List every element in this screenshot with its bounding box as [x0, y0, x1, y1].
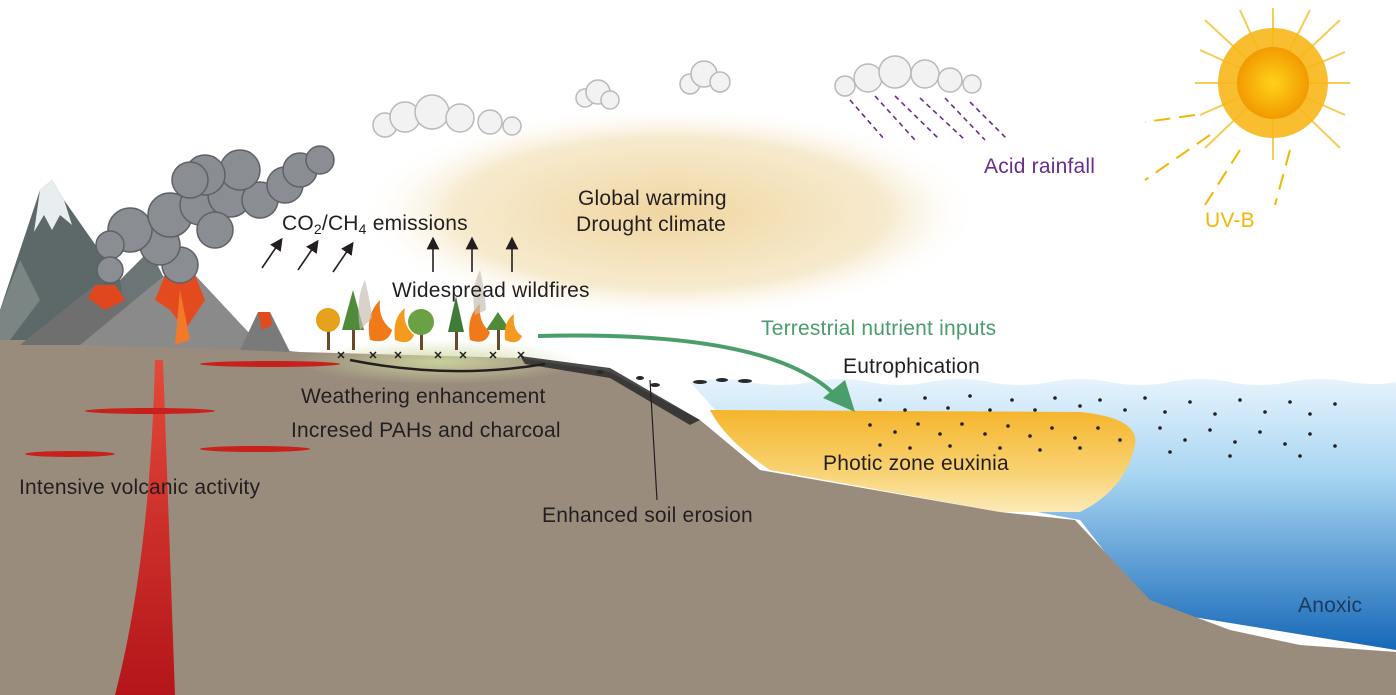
enhanced-soil-erosion-label: Enhanced soil erosion	[542, 504, 753, 527]
co2-subscript: 2	[313, 221, 322, 237]
soil-erosion-slope	[520, 356, 700, 425]
wildfire-icon	[316, 270, 522, 350]
ch4-subscript: 4	[358, 221, 367, 237]
cloud-icon	[372, 55, 982, 138]
intensive-volcanic-activity-label: Intensive volcanic activity	[19, 476, 261, 499]
charcoal-marks	[337, 351, 525, 359]
emissions-text: emissions	[366, 212, 468, 235]
weathering-zone	[300, 340, 580, 384]
eutrophication-label: Eutrophication	[843, 355, 981, 378]
smoke-plume-icon	[95, 145, 335, 284]
drought-climate-label: Drought climate	[576, 213, 727, 236]
nutrient-input-arrow	[537, 333, 837, 397]
ch4-text: /CH	[321, 212, 359, 235]
acid-rain	[849, 95, 1009, 141]
widespread-wildfires-label: Widespread wildfires	[392, 279, 590, 302]
co2-text: CO	[282, 212, 314, 235]
eutrophication-dots	[868, 394, 1337, 458]
terrestrial-nutrient-inputs-label: Terrestrial nutrient inputs	[761, 317, 997, 340]
photic-zone-euxinia-label: Photic zone euxinia	[823, 452, 1009, 475]
emission-arrows	[261, 236, 519, 273]
volcano-icon	[20, 275, 290, 352]
erosion-particles	[596, 370, 752, 387]
nutrient-input-arrowhead	[823, 380, 855, 412]
charcoal-layer	[349, 358, 546, 373]
emissions-label: CO2/CH4 emissions	[282, 212, 468, 237]
sun-icon	[1195, 8, 1350, 160]
uvb-rays	[1144, 114, 1291, 206]
global-warming-label: Global warming	[578, 187, 727, 210]
soil-erosion-leader	[649, 379, 658, 501]
uvb-label: UV-B	[1205, 209, 1255, 232]
global-warming-glow	[360, 105, 980, 321]
increased-pahs-label: Incresed PAHs and charcoal	[291, 419, 561, 442]
ground	[0, 330, 1396, 695]
anoxic-label: Anoxic	[1298, 594, 1363, 617]
acid-rainfall-label: Acid rainfall	[984, 155, 1096, 178]
weathering-enhancement-label: Weathering enhancement	[301, 385, 546, 408]
magma-conduit	[145, 360, 175, 695]
magma-sills	[25, 361, 340, 457]
